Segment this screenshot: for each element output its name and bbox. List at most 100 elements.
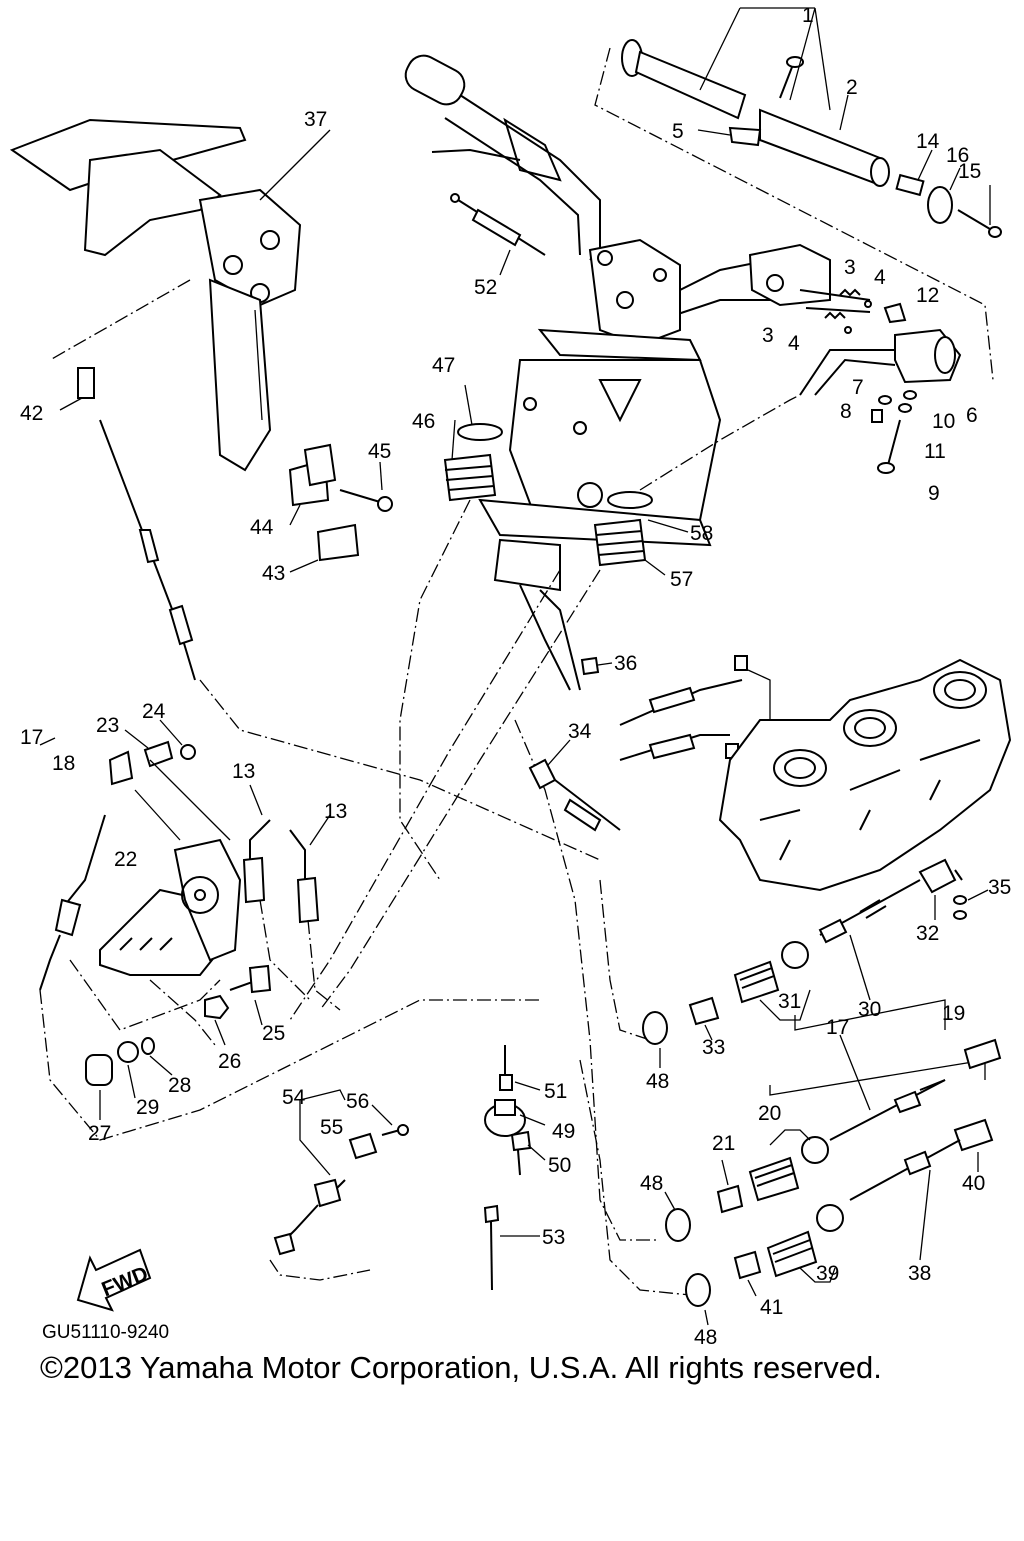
elbow-32 [918,858,963,920]
callout-41: 41 [760,1296,783,1319]
cables-13 [242,784,341,1011]
fwd-arrow-icon: FWD [76,1248,151,1312]
cable-52 [450,193,546,276]
callout-33: 33 [702,1036,725,1059]
nut-33 [688,996,720,1041]
nut-26 [204,994,230,1046]
steering-column-head [537,238,702,362]
callout-28: 28 [168,1074,191,1097]
callout-53: 53 [542,1226,565,1249]
washer-28 [141,1037,173,1076]
callout-36: 36 [614,652,637,675]
group-bracket-1 [594,7,994,381]
callout-40: 40 [962,1172,985,1195]
clamp-47 [457,384,503,441]
cable-pair-top [799,349,896,396]
callout-31: 31 [778,990,801,1013]
callout-47: 47 [432,354,455,377]
bracket-22 [99,838,242,976]
callout-52: 52 [474,276,497,299]
bolt-45 [339,461,393,512]
clamp-58 [607,491,653,509]
joint-42 [49,279,191,411]
washer-7-10-11 [871,390,917,423]
drawing-code: GU51110-9240 [42,1322,170,1343]
callout-51: 51 [544,1080,567,1103]
callout-21: 21 [712,1132,735,1155]
callout-25: 25 [262,1022,285,1045]
cable-17-left [39,759,540,1141]
nut-36 [580,656,613,676]
callout-3: 3 [844,256,856,279]
callout-22: 22 [114,848,137,871]
carburetor-assembly [718,658,1012,892]
callout-57: 57 [670,568,693,591]
group-bracket-19-17 [769,999,986,1111]
callout-54: 54 [282,1086,306,1109]
adjuster-20 [748,1129,829,1202]
cable-tie-53 [483,1204,540,1291]
cable-30 [818,879,921,1001]
bolt-15 [957,209,1002,238]
bracket-44 [288,443,337,526]
callout-13b: 13 [324,800,347,823]
screw-56 [371,1104,409,1136]
grommet-48-a [642,1011,668,1068]
adjuster-31 [733,941,811,1021]
ball-4 [844,300,872,334]
boot-46 [443,453,497,502]
joint-19 [963,1038,1002,1070]
callout-16: 16 [946,144,969,167]
long-cables [269,394,801,1296]
callout-5: 5 [672,120,684,143]
screw-12 [883,302,907,324]
steering-arm-37 [9,118,331,472]
bolt-25 [229,964,272,1026]
callout-26: 26 [218,1050,241,1073]
boot-57 [593,518,647,567]
callout-2: 2 [846,76,858,99]
nut-29 [117,1041,139,1099]
callout-17: 17 [20,726,43,749]
cable-fittings-carb [619,655,771,761]
sensor-54 [273,1089,346,1256]
callout-11: 11 [924,440,946,463]
cable-left [99,419,601,861]
throttle-grip [621,39,747,120]
clip-18 [39,737,134,786]
end-cap-16 [927,186,953,224]
leaders-misc [451,419,689,576]
callout-24: 24 [142,700,166,723]
callout-49: 49 [552,1120,575,1143]
callout-4: 4 [874,266,886,289]
callout-55: 55 [320,1116,343,1139]
joint-40 [953,1118,994,1172]
callout-4b: 4 [788,332,800,355]
callout-37: 37 [304,108,327,131]
callout-3b: 3 [762,324,774,347]
callout-48b: 48 [640,1172,663,1195]
throttle-housing [728,108,890,187]
bolt-9 [877,419,901,474]
callout-8: 8 [840,400,852,423]
cable-17-right [829,1079,946,1141]
callout-44: 44 [250,516,274,539]
callout-45: 45 [368,440,391,463]
callout-27: 27 [88,1122,111,1145]
callout-48: 48 [646,1070,669,1093]
callout-13: 13 [232,760,255,783]
callout-labels: 1 2 3 3 4 4 5 6 7 8 9 10 11 12 13 13 14 … [20,4,1011,1349]
callout-20: 20 [758,1102,781,1125]
callout-12: 12 [916,284,939,307]
steering-column-body [478,359,722,691]
callout-50: 50 [548,1154,571,1177]
lever-housing-6 [894,328,962,384]
callout-39: 39 [816,1262,839,1285]
callout-58: 58 [690,522,713,545]
dashed-group-22 [69,959,221,1046]
callout-10: 10 [932,410,955,433]
callout-1: 1 [802,4,814,27]
nut-21 [716,1159,744,1214]
callout-30: 30 [858,998,881,1021]
